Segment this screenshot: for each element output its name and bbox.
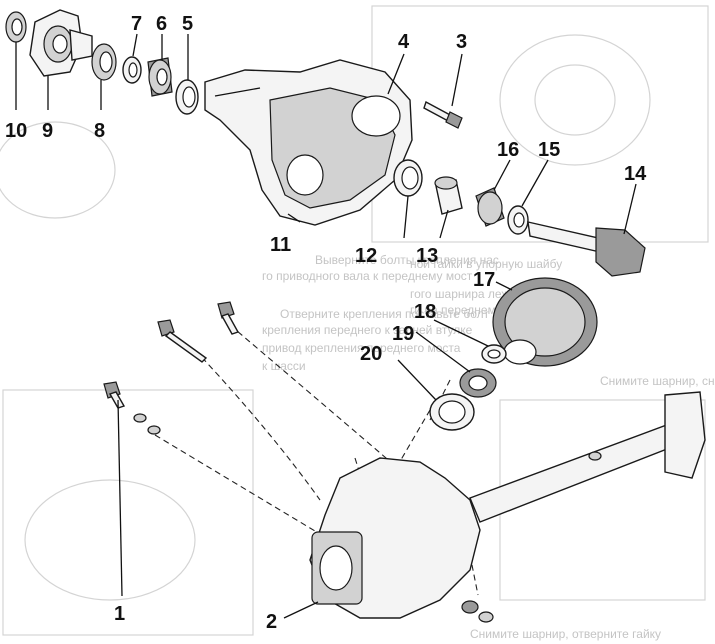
callout-5: 5	[182, 13, 193, 35]
callout-17: 17	[473, 269, 495, 291]
assembly-path	[354, 457, 366, 491]
leader-lines	[15, 33, 637, 619]
callout-15: 15	[538, 139, 560, 161]
part-5-race	[175, 79, 199, 115]
bg-text-line: ной гайки в упорную шайбу	[410, 257, 562, 271]
part-1-bolts-and-washers	[103, 301, 240, 435]
callout-14: 14	[624, 163, 647, 185]
callout-2: 2	[266, 611, 277, 633]
callout-labels: 10 9 8 7 6 5 4 3 11 12 13 16 15 14 17 18…	[5, 13, 647, 633]
bg-text-line: крепления переднего к задней втулке	[262, 323, 473, 337]
callout-20: 20	[360, 343, 382, 365]
bg-text-line: Снимите шарнир, сняв	[600, 374, 715, 388]
callout-18: 18	[414, 301, 436, 323]
assembly-path-lines	[154, 324, 479, 596]
bg-text-line: Отверните крепления поставьте болт	[280, 307, 490, 321]
part-11-housing	[204, 59, 413, 226]
callout-11: 11	[270, 234, 291, 256]
callout-16: 16	[497, 139, 519, 161]
assembly-path	[194, 349, 321, 501]
part-2-axle-housing	[309, 391, 706, 623]
part-9-flange	[29, 9, 93, 77]
part-19-bearing	[459, 368, 497, 398]
part-18-shim	[481, 344, 507, 364]
bg-text-line: привод крепления переднего моста	[262, 341, 461, 355]
part-12-race	[393, 159, 423, 197]
callout-10: 10	[5, 120, 27, 142]
bg-text-line: Снимите шарнир, отверните гайку	[470, 627, 661, 641]
callout-13: 13	[416, 245, 438, 267]
part-17-ring-gear	[492, 277, 598, 367]
callout-6: 6	[156, 13, 167, 35]
callout-4: 4	[398, 31, 410, 53]
part-3-bolt	[423, 100, 463, 129]
assembly-path	[154, 434, 331, 541]
callout-19: 19	[392, 323, 414, 345]
assembly-path	[394, 409, 431, 471]
part-10-seal	[5, 11, 27, 43]
assembly-path	[229, 324, 401, 471]
part-8-seal-ring	[91, 43, 117, 81]
callout-3: 3	[456, 31, 467, 53]
part-6-bearing	[147, 57, 173, 97]
part-14-pinion	[527, 221, 646, 277]
callout-12: 12	[355, 245, 377, 267]
callout-8: 8	[94, 120, 105, 142]
bg-text-line: го приводного вала к переднему мост	[262, 269, 473, 283]
part-7-washer	[122, 56, 142, 84]
callout-9: 9	[42, 120, 53, 142]
callout-1: 1	[114, 603, 125, 625]
bg-text-line: ги на переднем	[410, 303, 496, 317]
part-15-shim	[507, 205, 529, 235]
callout-7: 7	[131, 13, 142, 35]
bg-text-line: Выверните болты крепления нас	[315, 253, 499, 267]
part-16-bearing	[475, 187, 505, 227]
part-20-race	[429, 393, 475, 431]
assembly-path	[469, 554, 479, 596]
bg-text-line: к шасси	[262, 359, 306, 373]
part-13-spacer	[434, 176, 463, 215]
